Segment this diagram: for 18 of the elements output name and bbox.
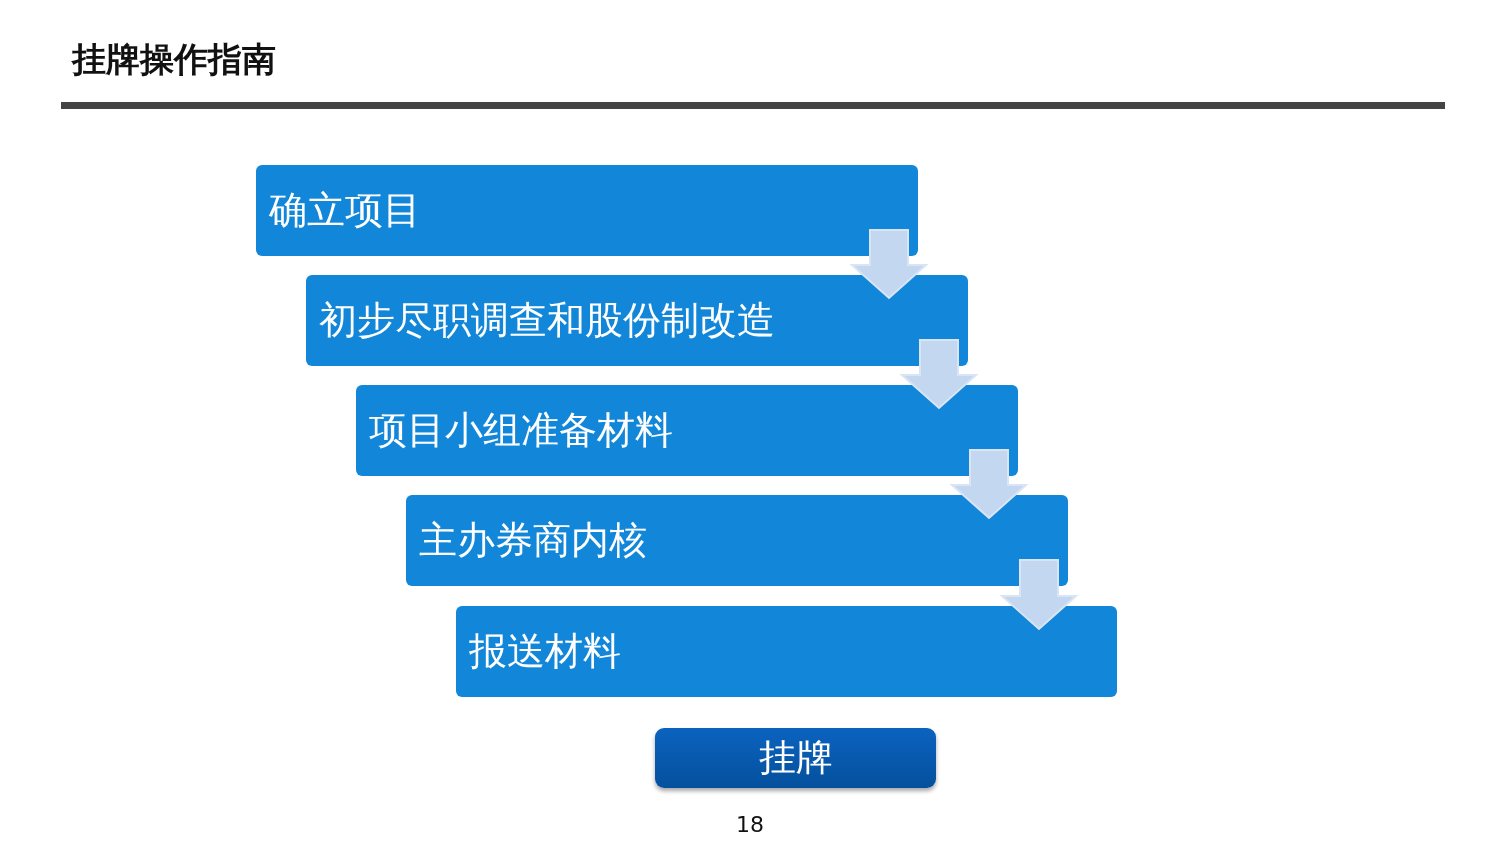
down-arrow <box>949 449 1029 520</box>
final-step-box <box>655 728 936 788</box>
step-text: 初步尽职调查和股份制改造 <box>319 298 775 343</box>
down-arrow <box>849 229 929 300</box>
final-step-text: 挂牌 <box>758 736 833 780</box>
step-box <box>306 275 968 366</box>
step-text: 主办券商内核 <box>419 518 647 563</box>
step-box <box>456 606 1117 697</box>
step-text: 报送材料 <box>469 629 621 674</box>
step-box <box>356 385 1018 476</box>
page-number: 18 <box>736 813 764 838</box>
down-arrow <box>899 339 979 410</box>
step-box <box>256 165 918 256</box>
step-text: 确立项目 <box>269 188 421 233</box>
down-arrow <box>999 559 1079 631</box>
step-box <box>406 495 1068 586</box>
page-title: 挂牌操作指南 <box>72 40 276 80</box>
step-text: 项目小组准备材料 <box>369 408 673 453</box>
